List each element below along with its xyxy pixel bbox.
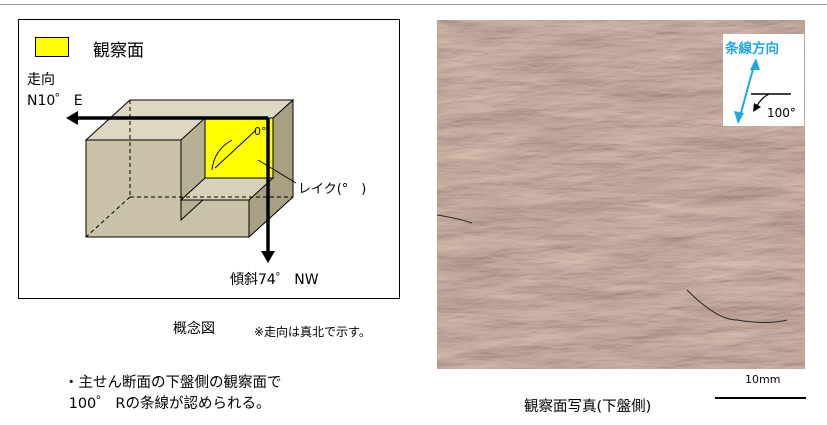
concept-diagram-frame	[18, 19, 400, 299]
rake-angle-mark: 0°	[254, 125, 267, 138]
scale-label: 10mm	[745, 373, 781, 386]
dip-label: 傾斜74゜ NW	[230, 272, 319, 288]
striation-direction-label: 条線方向	[725, 41, 779, 57]
striation-direction-inset	[723, 34, 804, 126]
scale-bar	[715, 397, 806, 399]
legend-swatch	[35, 37, 69, 57]
striation-angle-label: 100°	[767, 106, 796, 120]
legend-label: 観察面	[93, 41, 144, 61]
description-text: ・主せん断面の下盤側の観察面で 100゜ Rの条線が認められる。	[64, 375, 282, 412]
rake-label: レイク(° )	[298, 182, 367, 197]
concept-caption: 概念図	[173, 321, 215, 337]
rake-arc	[211, 139, 233, 171]
strike-label: 走向	[27, 72, 55, 88]
top-rule	[0, 4, 827, 5]
strike-value: N10゜ E	[27, 93, 83, 109]
striation-direction-arrow	[734, 58, 791, 124]
block-diagram: 0°	[66, 98, 297, 263]
photo-caption: 観察面写真(下盤側)	[524, 399, 652, 415]
concept-note: ※走向は真北で示す。	[254, 325, 371, 339]
